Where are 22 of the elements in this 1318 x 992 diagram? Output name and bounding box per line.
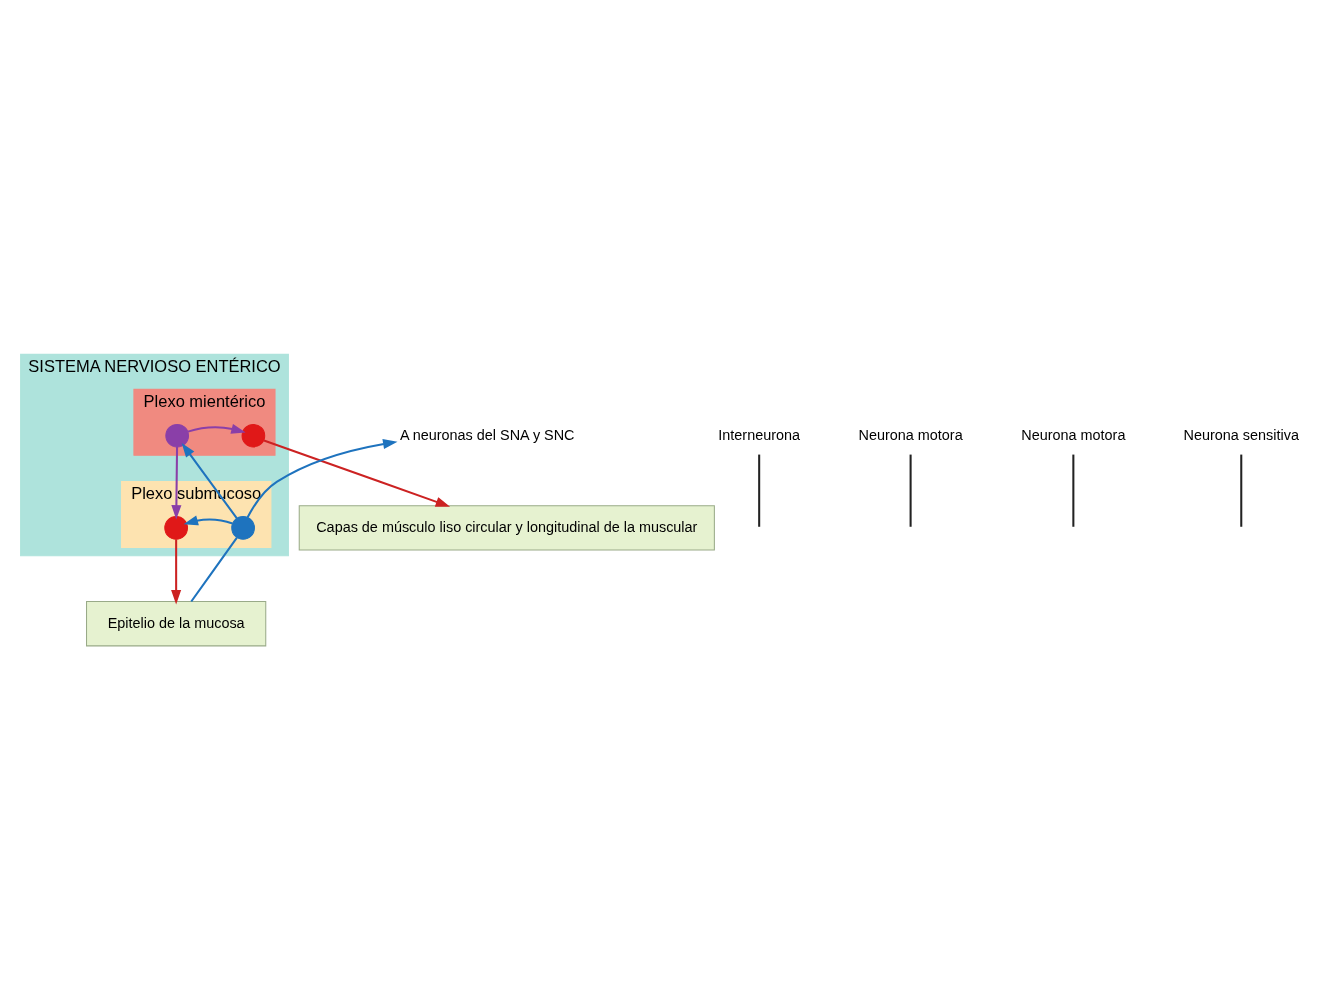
- connector: [758, 454, 761, 527]
- node-text: Neurona sensitiva: [1183, 426, 1299, 443]
- arrow: [171, 539, 182, 605]
- arrow: [246, 439, 398, 518]
- node-box: Epitelio de la mucosa: [86, 601, 267, 647]
- arrow: [263, 439, 451, 507]
- connector: [1240, 454, 1243, 527]
- connector: [190, 537, 238, 603]
- node-box: Capas de músculo liso circular y longitudinal de la muscular: [298, 505, 715, 551]
- arrow: [171, 447, 182, 520]
- arrow: [183, 515, 233, 526]
- node-text: Interneurona: [718, 426, 801, 443]
- connector: [909, 454, 912, 527]
- node-circle: [165, 423, 189, 448]
- node-text: A neuronas del SNA y SNC: [399, 426, 575, 443]
- connector: [1072, 454, 1075, 527]
- arrow: [187, 423, 246, 434]
- node-text: Neurona motora: [1021, 426, 1126, 443]
- node-circle: [231, 516, 255, 540]
- node-circle: [164, 516, 188, 540]
- node-text: Neurona motora: [858, 426, 963, 443]
- node-circle: [241, 423, 266, 448]
